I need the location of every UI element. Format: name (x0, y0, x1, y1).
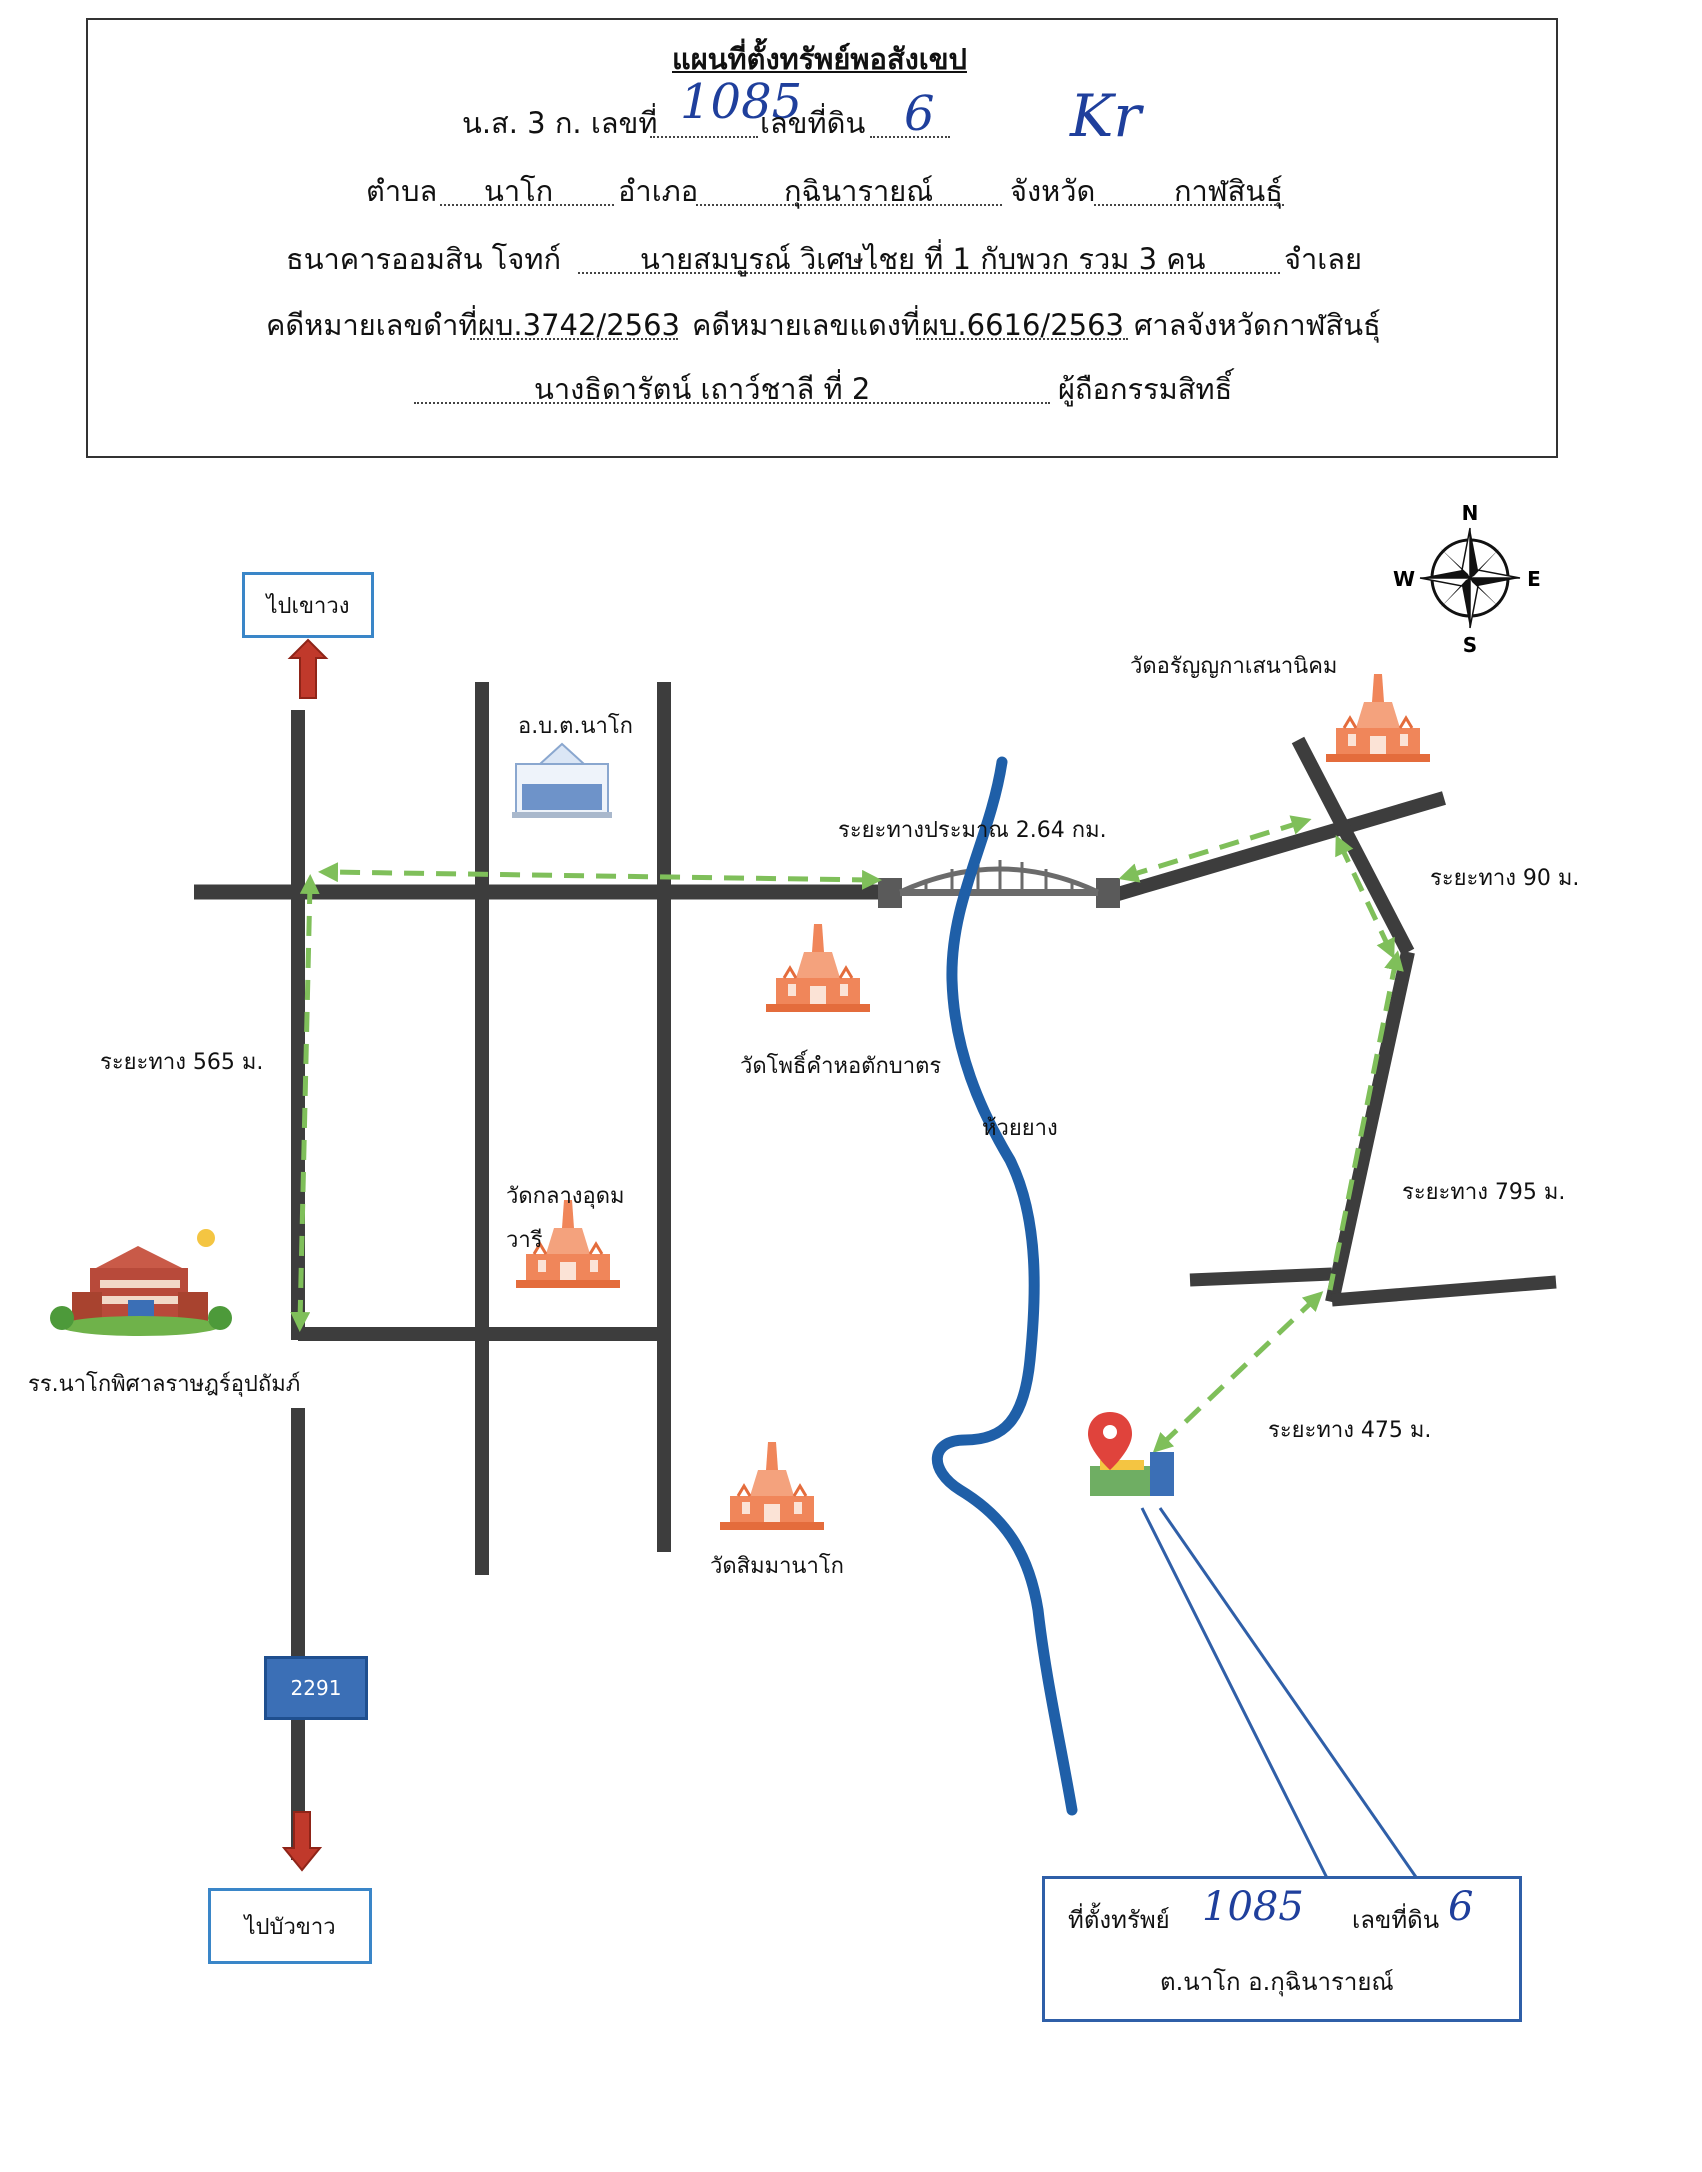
black-case-label: คดีหมายเลขดำที่ (266, 308, 478, 342)
to-khao-wong-box: ไปเขาวง (242, 572, 374, 638)
dotted-line (470, 338, 678, 340)
route-number-badge: 2291 (264, 1656, 368, 1720)
dotted-line (440, 204, 614, 206)
owner: นางธิดารัตน์ เถาว์ชาลี ที่ 2 (534, 372, 871, 406)
dotted-line (578, 272, 1280, 274)
property-land-no: 6 (1448, 1884, 1474, 1930)
subdistrict-value: นาโก (484, 174, 554, 208)
compass-w: W (1393, 567, 1415, 591)
red-case-number: ผบ.6616/2563 (922, 308, 1124, 342)
temple-klang-label-2: วารี (506, 1228, 543, 1253)
route-path (290, 815, 1404, 1453)
road-east-2 (1325, 950, 1415, 1304)
to-bua-khao-box: ไปบัวขาว (208, 1888, 372, 1964)
signature: Kr (1070, 82, 1142, 150)
subdistrict-label: ตำบล (366, 174, 438, 208)
road-west-spur (1189, 1267, 1333, 1287)
callout-line (1158, 1507, 1420, 1881)
district-label: อำเภอ (618, 174, 699, 208)
road-network (194, 682, 1557, 1860)
school-icon (50, 1229, 232, 1336)
stream-huai-yang (931, 756, 1078, 1816)
deed-number: 1085 (680, 74, 803, 130)
province-value: กาฬสินธุ์ (1174, 174, 1283, 208)
callout-line (1140, 1507, 1330, 1881)
land-no-label: เลขที่ดิน (760, 106, 866, 140)
temple-sima-label: วัดสิมมานาโก (710, 1554, 844, 1579)
defendant-suffix: จำเลย (1284, 242, 1362, 276)
temple-aranya-label: วัดอรัญญกาเสนานิคม (1130, 654, 1338, 679)
sao-office-icon (512, 742, 612, 818)
distance-bridge-label: ระยะทางประมาณ 2.64 กม. (838, 818, 1107, 843)
dotted-line (696, 204, 1002, 206)
red-case-label: คดีหมายเลขแดงที่ (692, 308, 921, 342)
temple-klang-label: วัดกลางอุดม (506, 1184, 625, 1209)
road-north-spur (1291, 736, 1415, 956)
temple-icon-pho (764, 922, 872, 1014)
property-location-label: ที่ตั้งทรัพย์ (1068, 1906, 1170, 1934)
stream-label: ห้วยยาง (982, 1116, 1058, 1141)
dotted-line (650, 136, 758, 138)
temple-icon-sima (718, 1440, 826, 1532)
south-arrow-icon (281, 1811, 323, 1872)
province-label: จังหวัด (1010, 174, 1096, 208)
distance-795-label: ระยะทาง 795 ม. (1402, 1180, 1566, 1205)
district-value: กุฉินารายณ์ (784, 174, 934, 208)
temple-pho-label: วัดโพธิ์คำหอตักบาตร (740, 1054, 942, 1079)
dotted-line (414, 402, 1050, 404)
road-east-1 (1116, 791, 1446, 901)
north-arrow-icon (287, 638, 329, 699)
black-case-number: ผบ.3742/2563 (478, 308, 680, 342)
property-address: ต.นาโก อ.กุฉินารายณ์ (1160, 1968, 1394, 1996)
header-box (86, 18, 1558, 458)
plaintiff-label: ธนาคารออมสิน โจทก์ (286, 242, 562, 276)
dotted-line (870, 136, 950, 138)
property-location-box (1042, 1876, 1522, 2022)
bridge-icon (878, 860, 1120, 908)
road-east-spur (1331, 1275, 1557, 1307)
owner-suffix: ผู้ถือกรรมสิทธิ์ (1058, 372, 1233, 406)
sao-label: อ.บ.ต.นาโก (518, 714, 633, 739)
distance-565-label: ระยะทาง 565 ม. (100, 1050, 264, 1075)
school-label: รร.นาโกพิศาลราษฎร์อุปถัมภ์ (28, 1372, 301, 1397)
property-number: 1085 (1202, 1884, 1304, 1930)
compass-e: E (1527, 567, 1541, 591)
land-no: 6 (904, 86, 935, 142)
compass-rose-icon: N S E W (1393, 501, 1541, 657)
deed-prefix: น.ส. 3 ก. เลขที่ (462, 106, 658, 140)
defendant: นายสมบูรณ์ วิเศษไชย ที่ 1 กับพวก รวม 3 ค… (640, 242, 1206, 276)
court: ศาลจังหวัดกาฬสินธุ์ (1134, 308, 1381, 342)
compass-n: N (1462, 501, 1479, 525)
temple-icon-aranya (1324, 672, 1432, 764)
compass-s: S (1463, 633, 1477, 657)
property-land-label: เลขที่ดิน (1352, 1906, 1440, 1934)
dotted-line (916, 338, 1128, 340)
distance-475-label: ระยะทาง 475 ม. (1268, 1418, 1432, 1443)
location-pin-icon (1088, 1412, 1174, 1496)
page-title: แผนที่ตั้งทรัพย์พอสังเขป (672, 42, 967, 76)
dotted-line (1094, 204, 1284, 206)
distance-90-label: ระยะทาง 90 ม. (1430, 866, 1580, 891)
